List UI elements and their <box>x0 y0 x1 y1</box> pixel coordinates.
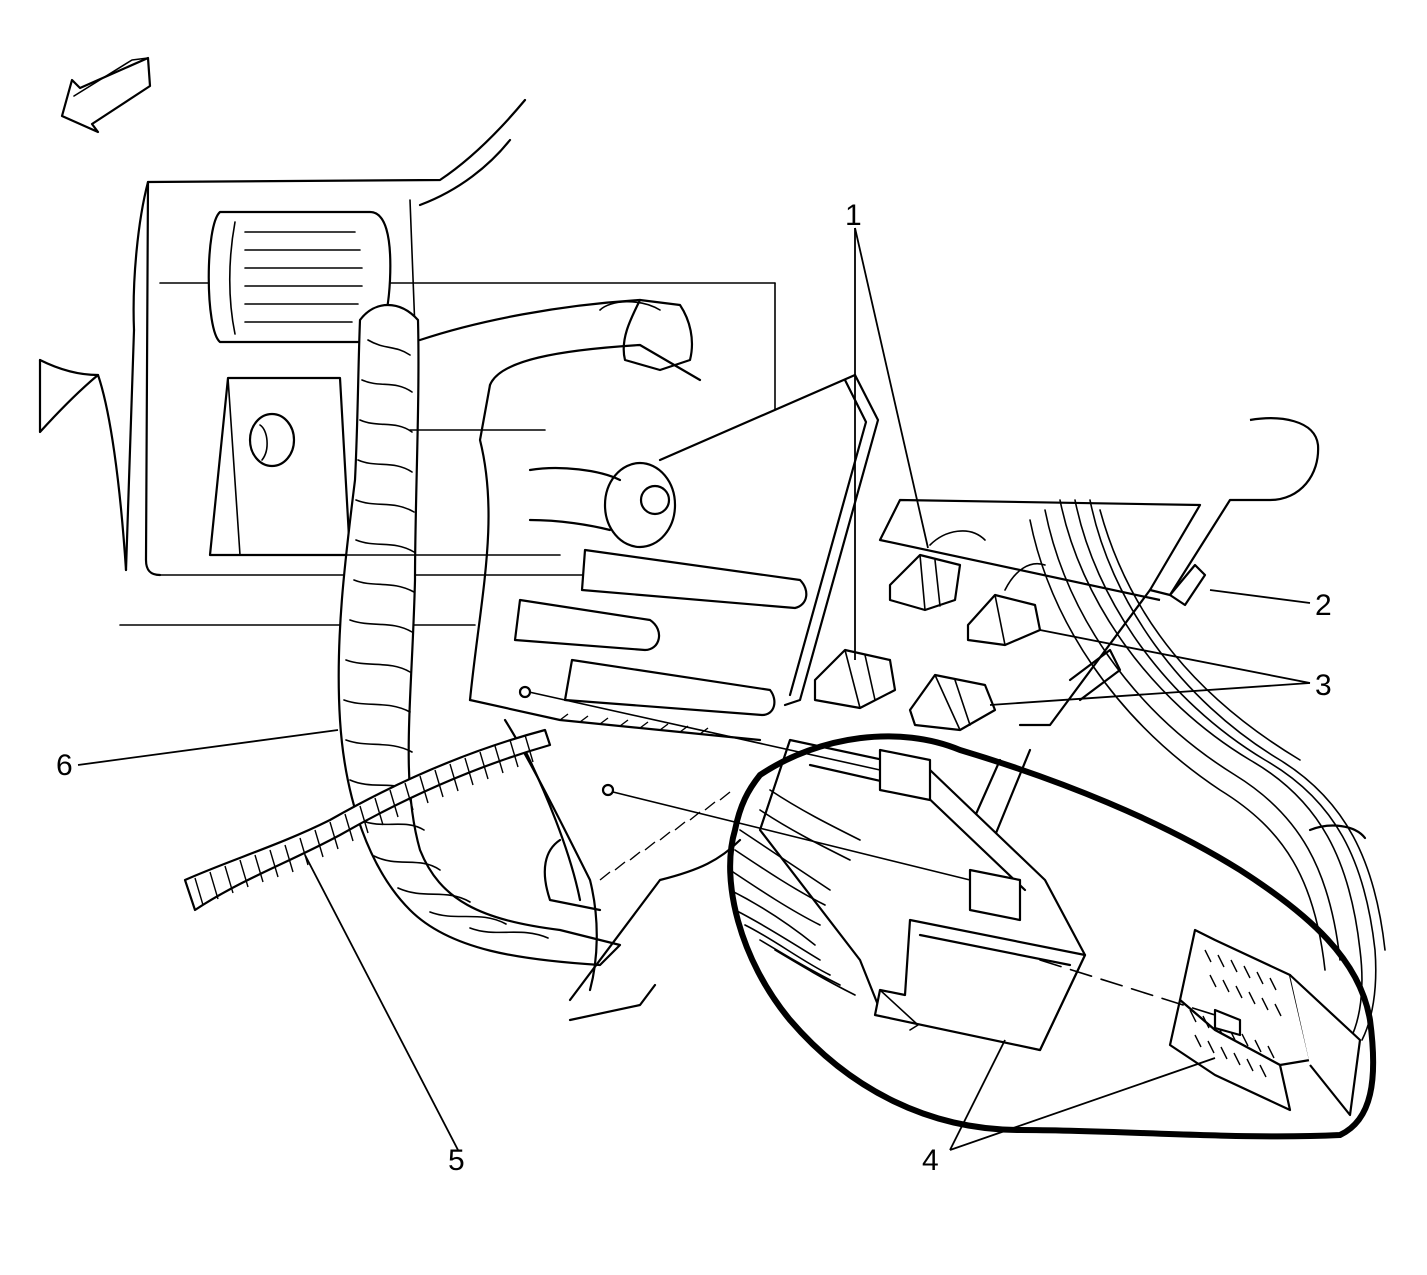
highlight-loop <box>727 733 1377 1140</box>
strut-bracket <box>418 298 880 707</box>
callout-1: 1 <box>845 199 862 232</box>
leader-lines <box>77 227 1311 1151</box>
callout-2: 2 <box>1315 589 1332 622</box>
control-knob-panel <box>208 376 352 557</box>
connector-1a <box>888 530 986 612</box>
control-module <box>518 685 1087 1052</box>
connector-3a <box>966 563 1046 647</box>
mating-connector <box>1039 928 1362 1117</box>
center-support-bracket <box>269 298 808 742</box>
callout-3: 3 <box>1315 669 1332 702</box>
forward-direction-arrow-icon <box>60 56 152 134</box>
callout-5: 5 <box>448 1144 465 1177</box>
wire-bundle <box>1029 499 1386 1041</box>
corrugated-conduit <box>183 728 552 912</box>
callout-4: 4 <box>922 1144 939 1177</box>
connector-1b <box>813 648 897 710</box>
callout-6: 6 <box>56 749 73 782</box>
lower-cross-member <box>503 713 742 1022</box>
braided-harness-conduit <box>337 304 622 967</box>
connector-3b <box>908 673 997 732</box>
